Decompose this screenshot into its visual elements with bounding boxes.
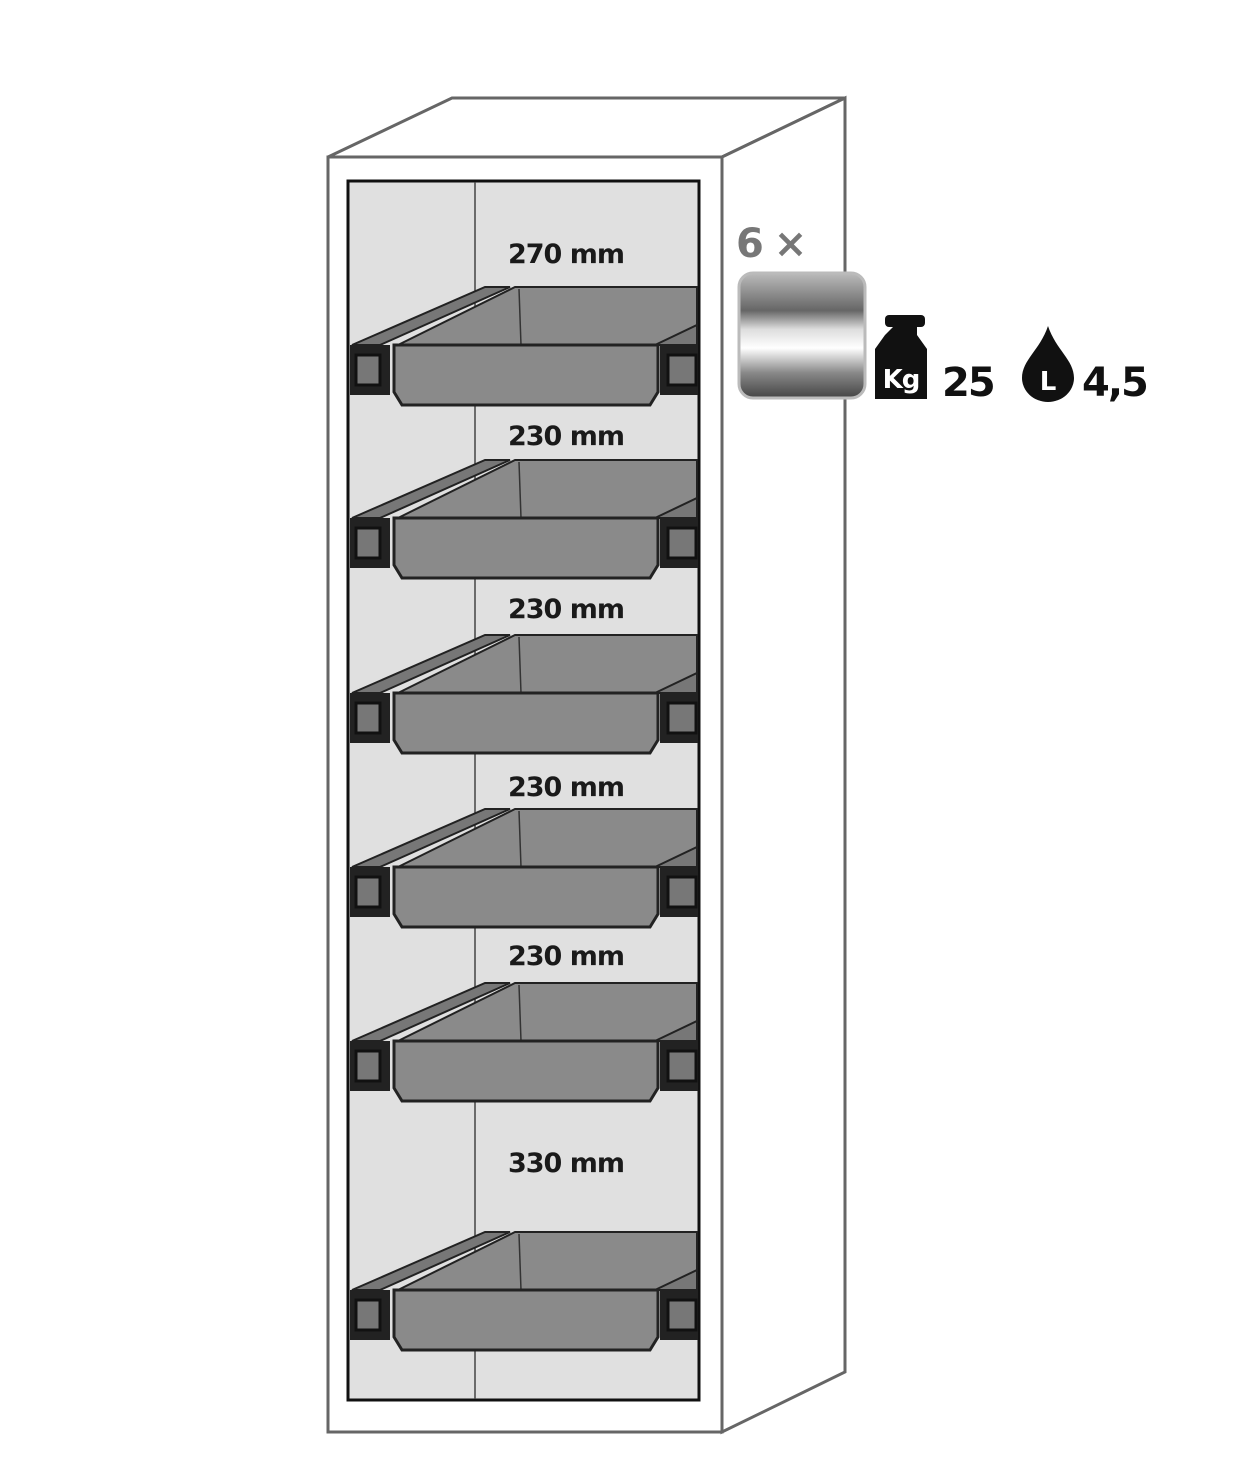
volume-value: 4,5 <box>1082 360 1147 406</box>
right-bracket-slot <box>666 1298 698 1332</box>
tray-front <box>392 516 660 580</box>
left-bracket-slot <box>354 1049 382 1083</box>
drawer-tray <box>350 459 698 580</box>
tray-front <box>392 865 660 929</box>
spacing-label: 230 mm <box>508 772 624 803</box>
right-bracket-slot <box>666 526 698 560</box>
tray-inner-fold <box>518 288 522 346</box>
tray-front <box>392 691 660 755</box>
spacing-label: 230 mm <box>508 594 624 625</box>
right-bracket-slot <box>666 701 698 735</box>
drawer-tray <box>350 808 698 929</box>
load-value: 25 <box>942 360 994 406</box>
drawer-tray <box>350 286 698 407</box>
tray-inner-fold <box>518 984 522 1042</box>
spacing-label: 330 mm <box>508 1148 624 1179</box>
liquid-drop-icon: L <box>1022 326 1074 402</box>
right-bracket-slot <box>666 1049 698 1083</box>
tray-inner-fold <box>518 461 522 519</box>
steel-drawer-swatch-icon <box>737 271 867 400</box>
left-bracket-slot <box>354 701 382 735</box>
left-bracket-slot <box>354 1298 382 1332</box>
weight-unit-label: Kg <box>883 365 920 395</box>
right-bracket-slot <box>666 875 698 909</box>
drawer-count-label: 6 × <box>736 221 805 267</box>
right-bracket-slot <box>666 353 698 387</box>
spacing-label: 230 mm <box>508 941 624 972</box>
left-bracket-slot <box>354 353 382 387</box>
spacing-label: 270 mm <box>508 239 624 270</box>
drawer-tray <box>350 1231 698 1352</box>
tray-inner-fold <box>518 636 522 694</box>
left-bracket-slot <box>354 526 382 560</box>
tray-front <box>392 1039 660 1103</box>
tray-inner-fold <box>518 810 522 868</box>
tray-front <box>392 1288 660 1352</box>
left-bracket-slot <box>354 875 382 909</box>
tray-inner-fold <box>518 1233 522 1291</box>
drawer-tray <box>350 634 698 755</box>
tray-front <box>392 343 660 407</box>
volume-unit-label: L <box>1040 367 1057 397</box>
weight-icon: Kg <box>875 315 927 399</box>
spacing-label: 230 mm <box>508 421 624 452</box>
drawer-tray <box>350 982 698 1103</box>
